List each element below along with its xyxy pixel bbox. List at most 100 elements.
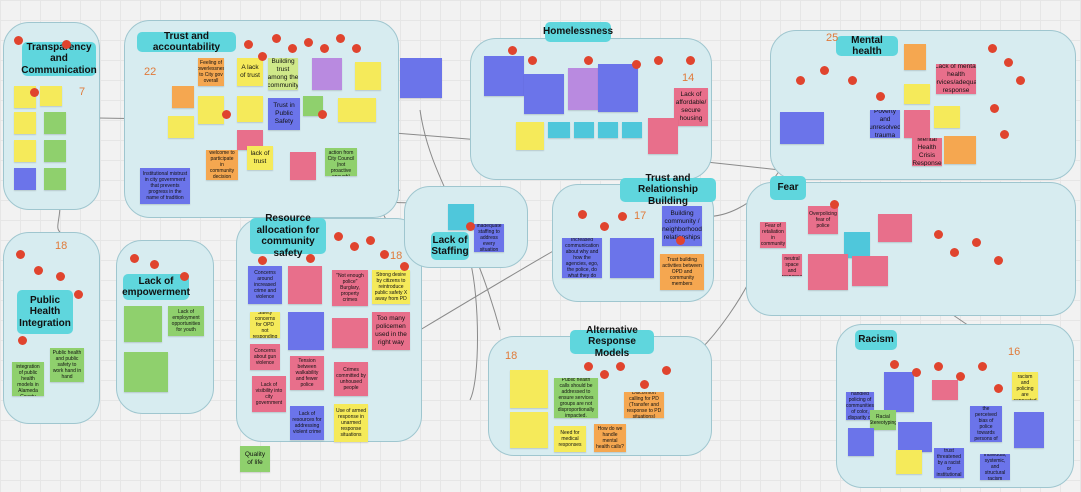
sticky-note[interactable]: Too many policemen used in the right way [372,312,410,350]
sticky-note[interactable]: Need for medical responses [554,426,586,452]
cluster-fear[interactable] [746,182,1076,316]
sticky-note[interactable]: Safety concerns for OPD not responding [250,312,280,338]
sticky-note[interactable] [934,106,960,128]
sticky-note[interactable] [44,168,66,190]
sticky-note[interactable] [290,152,316,180]
sticky-note[interactable] [332,318,368,348]
sticky-note[interactable] [904,84,930,104]
cluster-title-homelessness[interactable]: Homelessness [543,22,613,42]
sticky-note[interactable] [852,256,888,286]
sticky-note[interactable]: Strong desire by citizens to reintroduce… [372,270,410,304]
sticky-note[interactable] [198,96,224,124]
sticky-note[interactable]: Concerns about gun violence [250,344,280,370]
sticky-note[interactable] [1014,412,1044,448]
sticky-note[interactable] [237,96,263,122]
sticky-note[interactable]: Concerns around increased crime and viol… [248,266,282,304]
cluster-title-transparency[interactable]: Transparency and Communication [21,41,97,76]
cluster-title-trust-relationship[interactable]: Trust and Relationship Building [620,173,716,207]
sticky-note[interactable] [510,412,548,448]
sticky-note[interactable] [622,122,642,138]
sticky-note[interactable]: Quality of life [240,446,270,472]
sticky-note[interactable] [288,312,324,350]
sticky-note[interactable]: Tension between walkability and fewer po… [290,356,324,390]
sticky-note[interactable]: Lack of visibility into city government [252,376,286,412]
sticky-note[interactable]: Mental Health Crisis Response [912,138,942,166]
sticky-note[interactable]: Lack of integration of public health mod… [12,362,44,396]
sticky-note[interactable] [312,58,342,90]
sticky-note[interactable]: Public health and public safety to work … [50,348,84,382]
sticky-note[interactable]: lack of trust [247,146,273,170]
sticky-note[interactable] [124,306,162,342]
sticky-note[interactable] [516,122,544,150]
sticky-note[interactable]: Addressing the perceived bias of police … [970,406,1002,442]
sticky-note[interactable]: Not feeling welcome to participate in co… [206,150,238,180]
sticky-note[interactable]: Inadequate staffing to address every sit… [474,224,504,252]
sticky-note[interactable] [896,450,922,474]
sticky-note[interactable]: Trust in Public Safety [268,98,300,130]
sticky-note[interactable]: Lack of trust threatened by a racist or … [934,448,964,478]
sticky-note[interactable]: How do we handle mental health calls? [594,424,626,452]
sticky-note[interactable] [808,254,848,290]
sticky-note[interactable]: Lack of employment opportunities for you… [168,306,204,336]
sticky-note[interactable] [44,140,66,162]
cluster-title-public-health[interactable]: Public Health Integration [17,290,73,334]
sticky-note[interactable] [14,140,36,162]
sticky-note[interactable]: Belief that racism and policing are conn… [1012,372,1038,400]
sticky-note[interactable] [548,122,570,138]
cluster-title-fear[interactable]: Fear [770,176,806,200]
sticky-note[interactable] [904,110,930,138]
sticky-note[interactable] [168,116,194,138]
sticky-note[interactable]: Lack of mental health services/adequate … [936,64,976,94]
sticky-note[interactable]: Trust building activities between OPD an… [660,254,704,290]
cluster-title-resource[interactable]: Resource allocation for community safety [250,213,326,259]
sticky-note[interactable]: Individual, systemic, and structural rac… [980,454,1010,480]
sticky-note[interactable]: Fear of retaliation in community [760,222,786,248]
sticky-note[interactable] [610,238,654,278]
sticky-note[interactable] [484,56,524,96]
sticky-note[interactable] [844,232,870,258]
sticky-note[interactable] [884,372,914,412]
cluster-title-trust[interactable]: Trust and accountability [137,31,236,53]
sticky-note[interactable] [355,62,381,90]
sticky-note[interactable] [848,428,874,456]
cluster-title-mental-health[interactable]: Mental health [836,35,898,57]
sticky-note[interactable] [598,64,638,112]
sticky-note[interactable]: Lack of neutral space and response [782,254,802,276]
sticky-note[interactable] [510,370,548,408]
sticky-note[interactable] [904,44,926,70]
sticky-note[interactable] [598,122,618,138]
sticky-note[interactable] [124,352,168,392]
sticky-note[interactable]: Lack of affordable/ secure housing [674,88,708,126]
sticky-note[interactable] [14,168,36,190]
cluster-title-staffing[interactable]: Lack of Staffing [431,232,469,260]
cluster-title-empowerment[interactable]: Lack of empowerment [122,274,190,300]
sticky-note[interactable] [648,118,678,154]
sticky-note[interactable] [878,214,912,242]
sticky-note[interactable] [14,112,36,134]
sticky-note[interactable]: Lack of action from City Council (not pr… [325,148,357,176]
sticky-note[interactable]: "Not enough police" Burglary, property c… [332,270,368,306]
sticky-note[interactable] [932,380,958,400]
sticky-note[interactable]: Public health calls should be addressed … [554,378,598,418]
sticky-note[interactable]: Building trust among the community [268,58,298,90]
sticky-note[interactable] [568,68,602,110]
sticky-note[interactable] [172,86,194,108]
sticky-note[interactable] [338,98,376,122]
sticky-note[interactable] [400,58,442,98]
sticky-note[interactable] [780,112,824,144]
sticky-note[interactable] [524,74,564,114]
sticky-note[interactable]: Crimes committed by unhoused people [334,362,368,396]
sticky-note[interactable]: Feeling of powerlessness to City gov ove… [198,58,224,86]
sticky-note[interactable] [44,112,66,134]
sticky-note[interactable]: Discomfort calling for PD (Transfer and … [624,392,664,418]
sticky-note[interactable]: Overpolicing fear of police [808,206,838,234]
sticky-note[interactable]: Lack of resources for addressing violent… [290,406,324,440]
sticky-note[interactable]: Institutional mistrust in city governmen… [140,168,190,204]
sticky-note[interactable]: Mostly handled policing of communities o… [846,392,874,420]
sticky-note[interactable]: Poverty and unresolved trauma [870,110,900,138]
sticky-note[interactable]: Increased communication about why and ho… [562,238,602,278]
sticky-note[interactable] [944,136,976,164]
cluster-title-racism[interactable]: Racism [855,330,897,350]
sticky-note[interactable] [288,266,322,304]
sticky-note[interactable] [574,122,594,138]
